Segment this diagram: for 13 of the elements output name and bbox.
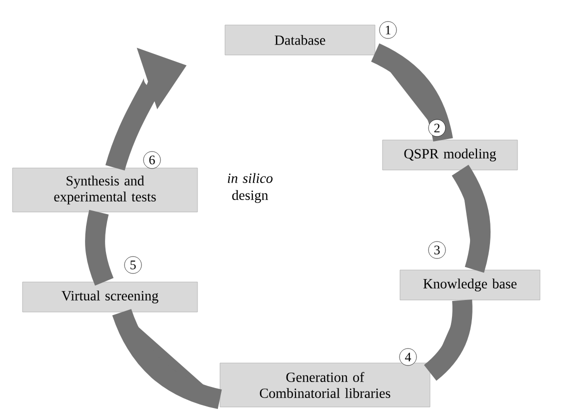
step-box: Knowledge base [400, 270, 540, 300]
step-number: 1 [379, 21, 397, 39]
step-box: QSPR modeling [382, 140, 518, 170]
step-number: 4 [399, 348, 417, 366]
step-number: 5 [124, 256, 142, 274]
step-number: 3 [428, 241, 446, 259]
step-box: Generation of Combinatorial libraries [220, 362, 430, 408]
step-box: Database [224, 24, 376, 56]
center-label: in silico design [228, 173, 273, 203]
step-box: Synthesis and experimental tests [12, 168, 198, 212]
step-number: 6 [143, 151, 161, 169]
step-number: 2 [428, 119, 446, 137]
step-box: Virtual screening [22, 282, 198, 312]
